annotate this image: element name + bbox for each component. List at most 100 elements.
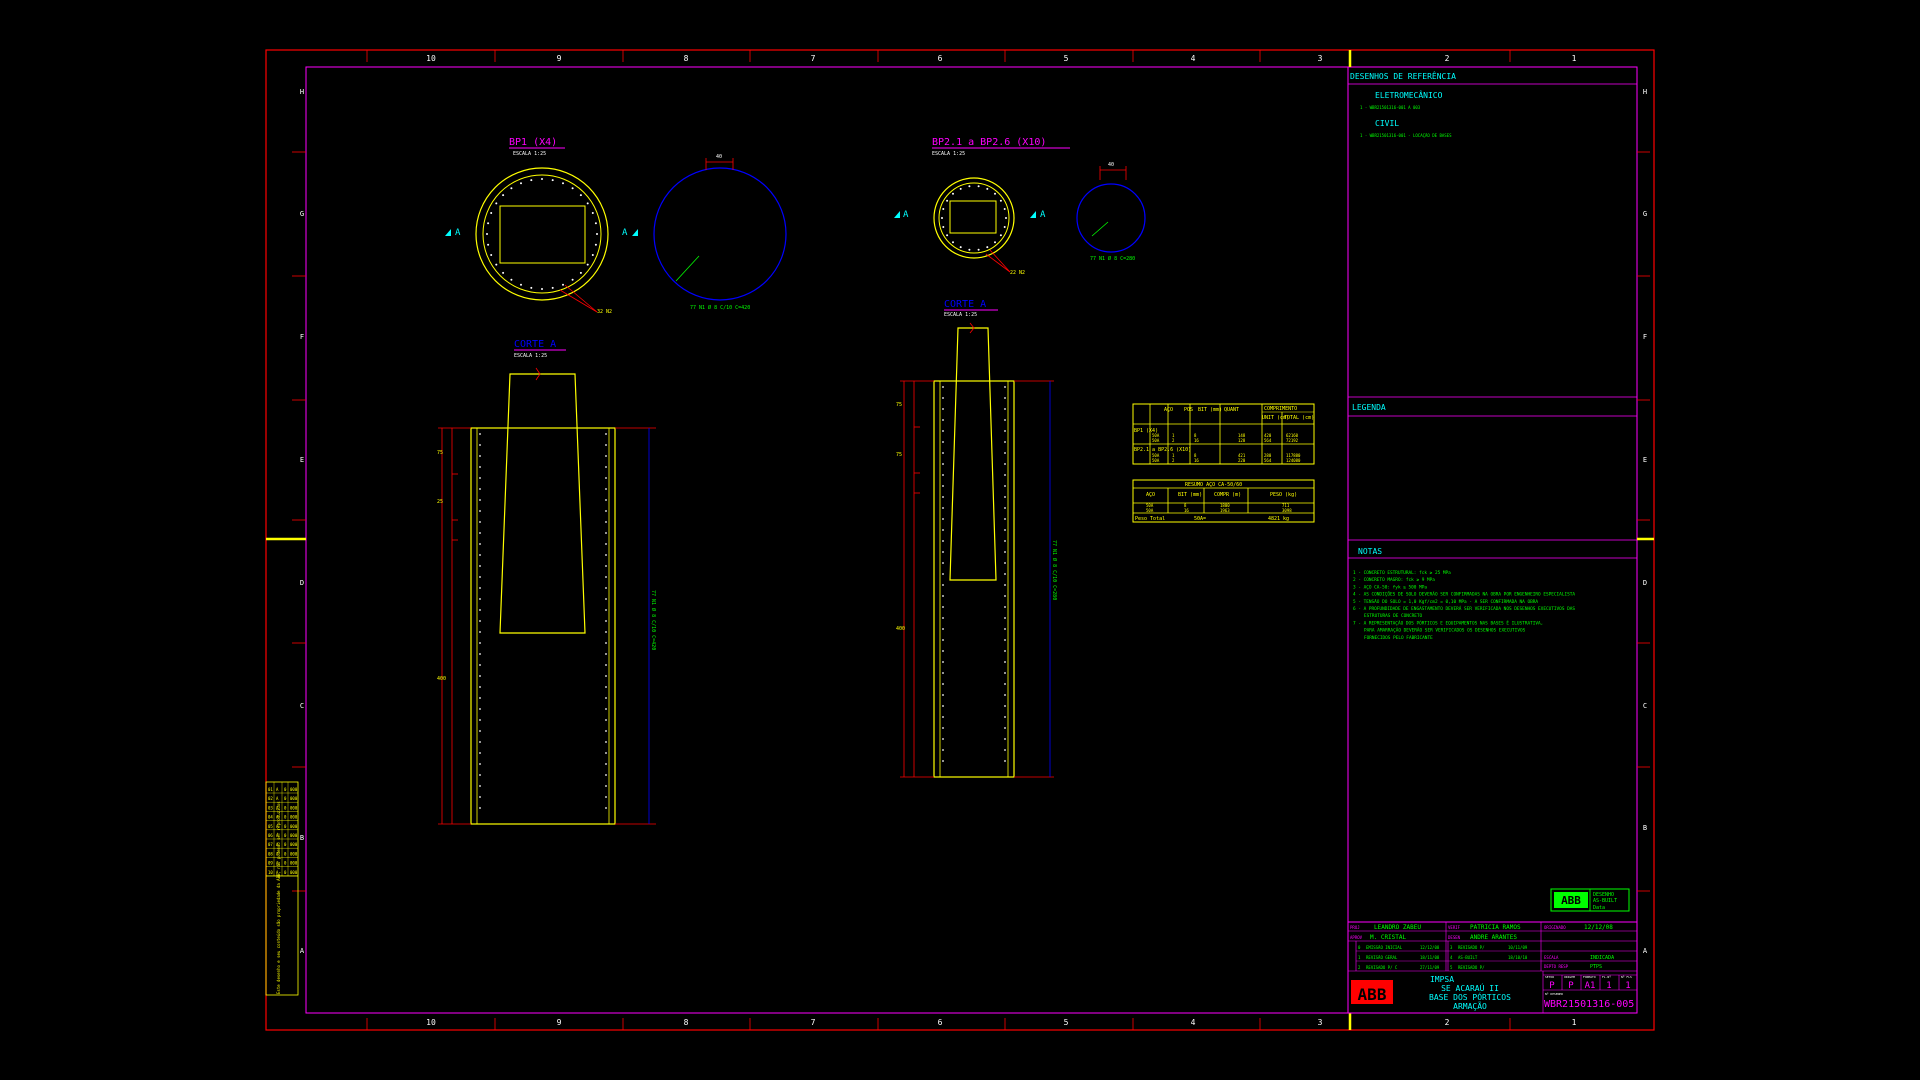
note-line: 2 - CONCRETO MAGRO: fck ≥ 9 MPa (1353, 577, 1435, 583)
rebar-dot (942, 573, 944, 575)
steel-summary-table[interactable]: RESUMO AÇO CA-50/60 AÇO BIT (mm) COMPR (… (1132, 479, 1315, 523)
section-title: CORTE A (514, 339, 556, 350)
rebar-dot (1004, 551, 1006, 553)
section-arrow-icon (632, 229, 638, 236)
table-header: BIT (mm) (1178, 492, 1202, 498)
rebar-dot (479, 653, 481, 655)
view-bp2-plan[interactable]: BP2.1 a BP2.6 (X10) ESCALA 1:25 22 N2 A … (894, 137, 1146, 276)
note-line: 4 - AS CONDIÇÕES DE SOLO DEVERÃO SER CON… (1353, 591, 1575, 598)
col-label: 4 (1191, 54, 1196, 63)
rebar-dot (942, 208, 945, 210)
dim-label: 75 (896, 452, 902, 458)
rebar-dot (999, 234, 1002, 237)
rebar-dot (942, 529, 944, 531)
table-header: COMPR (m) (1214, 492, 1241, 498)
rebar-dot (1004, 694, 1006, 696)
rebar-dot (942, 562, 944, 564)
tb-label: DESEN (1448, 935, 1461, 940)
rebar-dot (1004, 672, 1006, 674)
mini-cell: 02 (268, 796, 273, 801)
mini-cell: 07 (268, 842, 273, 847)
rebar-dot (605, 565, 607, 567)
rebar-dot (510, 278, 513, 281)
rebar-dot (591, 212, 594, 214)
row-label: E (300, 456, 304, 464)
rebar-dot (942, 540, 944, 542)
section-bp2[interactable]: CORTE A ESCALA 1:25 75 75 400 77 N1 Ø 8 … (896, 299, 1058, 778)
rebar-dot (479, 642, 481, 644)
rebar-dot (942, 617, 944, 619)
tb-label: DEPTO RESP (1544, 964, 1569, 969)
right-info-panel[interactable]: DESENHOS DE REFERÊNCIA ELETROMECÂNICO 1 … (1347, 67, 1637, 1013)
tb-client: IMPSA (1430, 975, 1454, 984)
rebar-dot (1004, 628, 1006, 630)
rebar-dot (1004, 485, 1006, 487)
section-title: CORTE A (944, 299, 986, 310)
tb-meta-header: SETOR (1545, 975, 1554, 979)
mini-cell: 000 (290, 870, 298, 875)
bars-table[interactable]: AÇO POS BIT (mm) QUANT COMPRIMENTO UNIT … (1132, 403, 1315, 465)
rebar-dot (541, 178, 543, 180)
rebar-dot (479, 719, 481, 721)
rebar-dot (942, 507, 944, 509)
rebar-dot (479, 796, 481, 798)
rebar-dot (520, 182, 522, 185)
row-label: F (1643, 333, 1647, 341)
rebar-dot (952, 241, 954, 244)
rebar-dot (942, 474, 944, 476)
tb-meta-value: P (1549, 981, 1555, 991)
rebar-dot (942, 419, 944, 421)
table-group-label: BP1 (X4) (1134, 428, 1158, 434)
tb-meta-value: 1 (1606, 981, 1611, 991)
rebar-dot (942, 430, 944, 432)
view-bp1-plan[interactable]: BP1 (X4) ESCALA 1:25 32 N2 A A 40 77 N1 … (445, 137, 787, 315)
tb-meta-header: Nº FLS (1621, 975, 1632, 979)
rebar-dot (605, 752, 607, 754)
rebar-dots (479, 433, 607, 809)
mini-cell: 10 (268, 870, 273, 875)
mini-cell: 0 (284, 805, 287, 810)
row-label: A (300, 947, 305, 955)
rebar-dot (479, 697, 481, 699)
mini-cell: A (276, 842, 279, 847)
tb-rev: REVISADO P/ C (1366, 965, 1398, 970)
rebar-dot (605, 510, 607, 512)
mini-cell: A (276, 861, 279, 866)
rebar-dot (999, 199, 1002, 202)
references-title: DESENHOS DE REFERÊNCIA (1350, 70, 1456, 81)
section-bp1[interactable]: CORTE A ESCALA 1:25 75 25 400 77 N1 Ø 8 … (437, 339, 657, 825)
tb-meta-header: ORIGEM (1564, 975, 1575, 979)
table-cell: 1963 (1220, 508, 1230, 513)
rebar-dot (479, 477, 481, 479)
title-block[interactable]: PROJ LEANDRO ZABEU VERIF PATRICIA RAMOS … (1347, 921, 1638, 1014)
table-cell: 421 (1238, 453, 1246, 458)
row-label: H (300, 88, 304, 96)
tb-desen: ANDRE ARANTES (1470, 934, 1517, 941)
section-arrow-icon (445, 229, 451, 236)
rebar-dot (479, 521, 481, 523)
col-label: 3 (1318, 1018, 1323, 1027)
table-subheader: UNIT (cm) (1262, 415, 1289, 421)
tb-title-line: SE ACARAÚ II (1441, 982, 1499, 993)
tb-meta-header: FORMATO (1583, 975, 1596, 979)
rebar-dot (1004, 507, 1006, 509)
row-label: C (1643, 702, 1647, 710)
note-line: FORNECIDOS PELO FABRICANTE (1364, 635, 1433, 641)
table-cell: 1 (1172, 433, 1175, 438)
col-label: 2 (1445, 54, 1450, 63)
rebar-dot (942, 661, 944, 663)
row-label: A (1643, 947, 1648, 955)
table-header: AÇO (1164, 407, 1173, 413)
rebar-dot (605, 763, 607, 765)
mini-cell: 000 (290, 824, 298, 829)
rebar-dot (1004, 716, 1006, 718)
rebar-dot (942, 386, 944, 388)
rebar-dot (977, 248, 980, 251)
rebar-dot (479, 763, 481, 765)
note-line: 5 - TENSÃO DO SOLO = 1,0 Kgf/cm2 = 0,10 … (1353, 598, 1538, 605)
rebar-dot (942, 628, 944, 630)
row-label: E (1643, 456, 1647, 464)
rebar-dot (605, 499, 607, 501)
